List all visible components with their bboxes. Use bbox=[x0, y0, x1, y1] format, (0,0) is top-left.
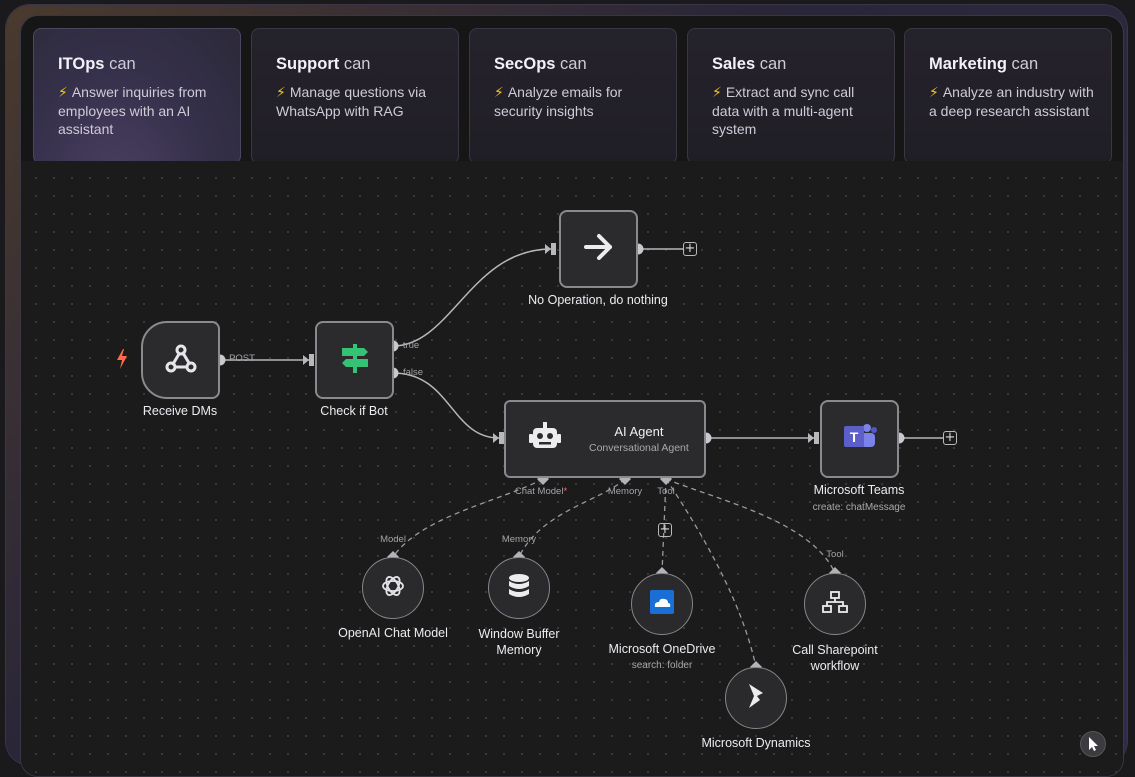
port-label-true: true bbox=[402, 340, 420, 351]
wire-false-agent bbox=[392, 372, 500, 439]
port-label-memory: Memory bbox=[501, 534, 537, 545]
wire-true-noop bbox=[392, 248, 552, 347]
node-label: Receive DMs bbox=[142, 404, 218, 418]
wire-memory bbox=[518, 478, 626, 558]
required-mark: * bbox=[563, 486, 568, 497]
add-node-button[interactable]: + bbox=[943, 430, 957, 445]
node-label: No Operation, do nothing bbox=[528, 293, 668, 307]
wire-dynamics bbox=[665, 478, 757, 668]
port-label-tool: Tool bbox=[657, 486, 675, 497]
node-label: Check if Bot bbox=[320, 404, 388, 418]
card-description: Manage questions via WhatsApp with RAG bbox=[276, 84, 427, 119]
port-label-model: Model bbox=[380, 534, 406, 545]
node-microsoft-teams[interactable]: T bbox=[820, 400, 899, 478]
signpost-icon bbox=[338, 341, 372, 380]
port-label-text: Chat Model bbox=[514, 486, 564, 497]
card-description: Answer inquiries from employees with an … bbox=[58, 84, 207, 138]
lightning-icon: ⚡ bbox=[276, 84, 286, 100]
node-label: Call Sharepoint workflow bbox=[792, 642, 877, 674]
node-label: OpenAI Chat Model bbox=[338, 626, 448, 640]
card-description: Analyze emails for security insights bbox=[494, 84, 623, 119]
add-node-button[interactable]: + bbox=[683, 241, 697, 256]
workflow-panel: ITOps can ⚡Answer inquiries from employe… bbox=[20, 15, 1124, 777]
node-openai-chat-model[interactable] bbox=[362, 557, 424, 619]
card-team: SecOps bbox=[494, 55, 556, 73]
card-can: can bbox=[560, 55, 587, 73]
lightning-icon: ⚡ bbox=[929, 84, 939, 100]
workflow-canvas[interactable]: Receive DMs POST Check if Bot true false bbox=[21, 161, 1123, 776]
agent-subtitle: Conversational Agent bbox=[589, 442, 689, 454]
app-frame: ITOps can ⚡Answer inquiries from employe… bbox=[6, 5, 1127, 777]
input-port bbox=[499, 432, 504, 444]
node-no-operation[interactable] bbox=[559, 210, 638, 288]
agent-title: AI Agent bbox=[614, 424, 664, 439]
node-sublabel: create: chatMessage bbox=[812, 502, 906, 513]
trigger-bolt-icon bbox=[116, 349, 128, 369]
card-secops[interactable]: SecOps can ⚡Analyze emails for security … bbox=[469, 28, 677, 164]
node-label: Microsoft Teams bbox=[813, 483, 905, 497]
wire-onedrive bbox=[661, 478, 667, 574]
port-label-chat-model: Chat Model* bbox=[515, 486, 567, 497]
label-line: workflow bbox=[810, 659, 860, 673]
node-call-sharepoint-workflow[interactable] bbox=[804, 573, 866, 635]
node-sublabel: search: folder bbox=[631, 660, 693, 671]
node-window-buffer-memory[interactable] bbox=[488, 557, 550, 619]
pointer-icon bbox=[1089, 737, 1098, 751]
port-label-memory: Memory bbox=[607, 486, 643, 497]
onedrive-icon bbox=[650, 589, 674, 619]
use-case-cards: ITOps can ⚡Answer inquiries from employe… bbox=[33, 28, 1113, 166]
node-check-if-bot[interactable] bbox=[315, 321, 394, 399]
node-label: Microsoft Dynamics bbox=[701, 736, 811, 750]
port-label-tool: Tool bbox=[826, 549, 844, 560]
port-label-false: false bbox=[402, 367, 424, 378]
port-label-post: POST bbox=[229, 353, 255, 364]
card-team: Support bbox=[276, 55, 340, 73]
arrow-right-icon bbox=[583, 233, 615, 266]
teams-icon: T bbox=[842, 422, 878, 457]
lightning-icon: ⚡ bbox=[494, 84, 504, 100]
database-icon bbox=[507, 573, 531, 604]
webhook-icon bbox=[164, 342, 198, 379]
lightning-icon: ⚡ bbox=[712, 84, 722, 100]
card-can: can bbox=[1011, 55, 1039, 73]
node-ai-agent[interactable]: AI Agent Conversational Agent bbox=[504, 400, 706, 478]
node-label: Microsoft OneDrive bbox=[608, 642, 716, 656]
sitemap-icon bbox=[822, 590, 848, 618]
card-sales[interactable]: Sales can ⚡Extract and sync call data wi… bbox=[687, 28, 895, 164]
card-support[interactable]: Support can ⚡Manage questions via WhatsA… bbox=[251, 28, 459, 164]
wire-sharepoint bbox=[665, 478, 836, 574]
openai-icon bbox=[380, 573, 406, 604]
card-description: Analyze an industry with a deep research… bbox=[929, 84, 1094, 119]
cursor-mode-button[interactable] bbox=[1080, 731, 1106, 757]
svg-text:T: T bbox=[849, 429, 858, 445]
card-can: can bbox=[109, 55, 136, 73]
card-team: Marketing bbox=[929, 55, 1007, 73]
card-description: Extract and sync call data with a multi-… bbox=[712, 84, 855, 138]
input-port bbox=[309, 354, 314, 366]
label-line: Memory bbox=[496, 643, 542, 657]
node-microsoft-onedrive[interactable] bbox=[631, 573, 693, 635]
label-line: Window Buffer bbox=[478, 627, 560, 641]
card-team: ITOps bbox=[58, 55, 105, 73]
wire-model bbox=[392, 478, 544, 558]
dynamics-icon bbox=[746, 683, 766, 714]
input-port bbox=[814, 432, 819, 444]
card-itops[interactable]: ITOps can ⚡Answer inquiries from employe… bbox=[33, 28, 241, 164]
add-tool-button[interactable]: + bbox=[658, 522, 672, 537]
card-can: can bbox=[759, 55, 787, 73]
card-marketing[interactable]: Marketing can ⚡Analyze an industry with … bbox=[904, 28, 1112, 164]
node-microsoft-dynamics[interactable] bbox=[725, 667, 787, 729]
node-receive-dms[interactable] bbox=[141, 321, 220, 399]
lightning-icon: ⚡ bbox=[58, 84, 68, 100]
input-port bbox=[551, 243, 556, 255]
label-line: Call Sharepoint bbox=[792, 643, 878, 657]
card-can: can bbox=[343, 55, 371, 73]
robot-icon bbox=[528, 421, 562, 457]
card-team: Sales bbox=[712, 55, 756, 73]
